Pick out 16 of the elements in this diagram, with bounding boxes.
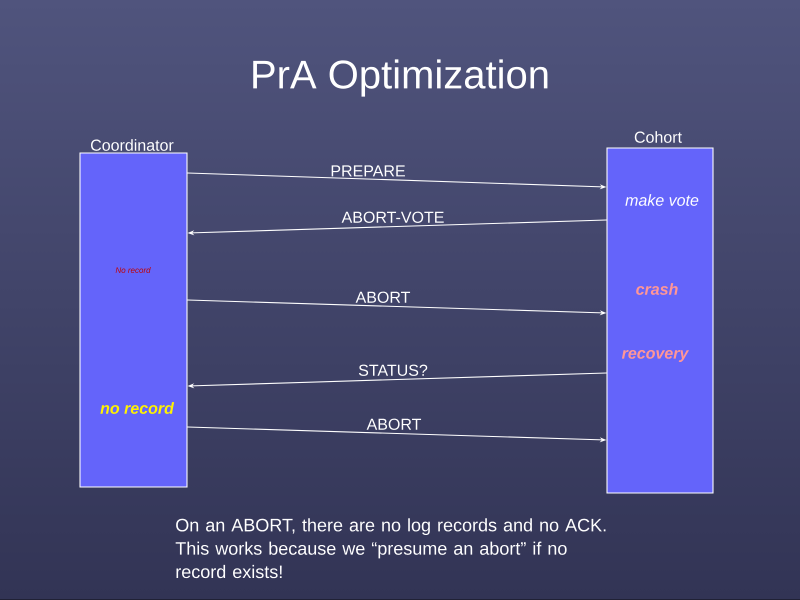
- edge-label: STATUS?: [358, 364, 428, 376]
- box-heading: Coordinator: [91, 139, 174, 151]
- edge-label: ABORT: [366, 418, 422, 430]
- edge-label: ABORT: [356, 292, 410, 303]
- slide-title: PrA Optimization: [253, 59, 548, 97]
- edge-label: ABORT-VOTE: [342, 212, 444, 223]
- box-heading: Cohort: [634, 131, 682, 143]
- note-text: make vote: [625, 194, 698, 206]
- lifeline-box: [79, 139, 188, 488]
- caption-text: On an ABORT, there are no log records and no ACK. This works because we “presume an abort” if no record exists!: [176, 518, 606, 578]
- note-text: crash: [636, 283, 678, 295]
- note-text: recovery: [622, 350, 689, 362]
- edge-label: PREPARE: [332, 165, 405, 176]
- note-text: no record: [100, 402, 174, 414]
- note-text: No record: [116, 267, 151, 273]
- lifeline-box: [606, 131, 714, 494]
